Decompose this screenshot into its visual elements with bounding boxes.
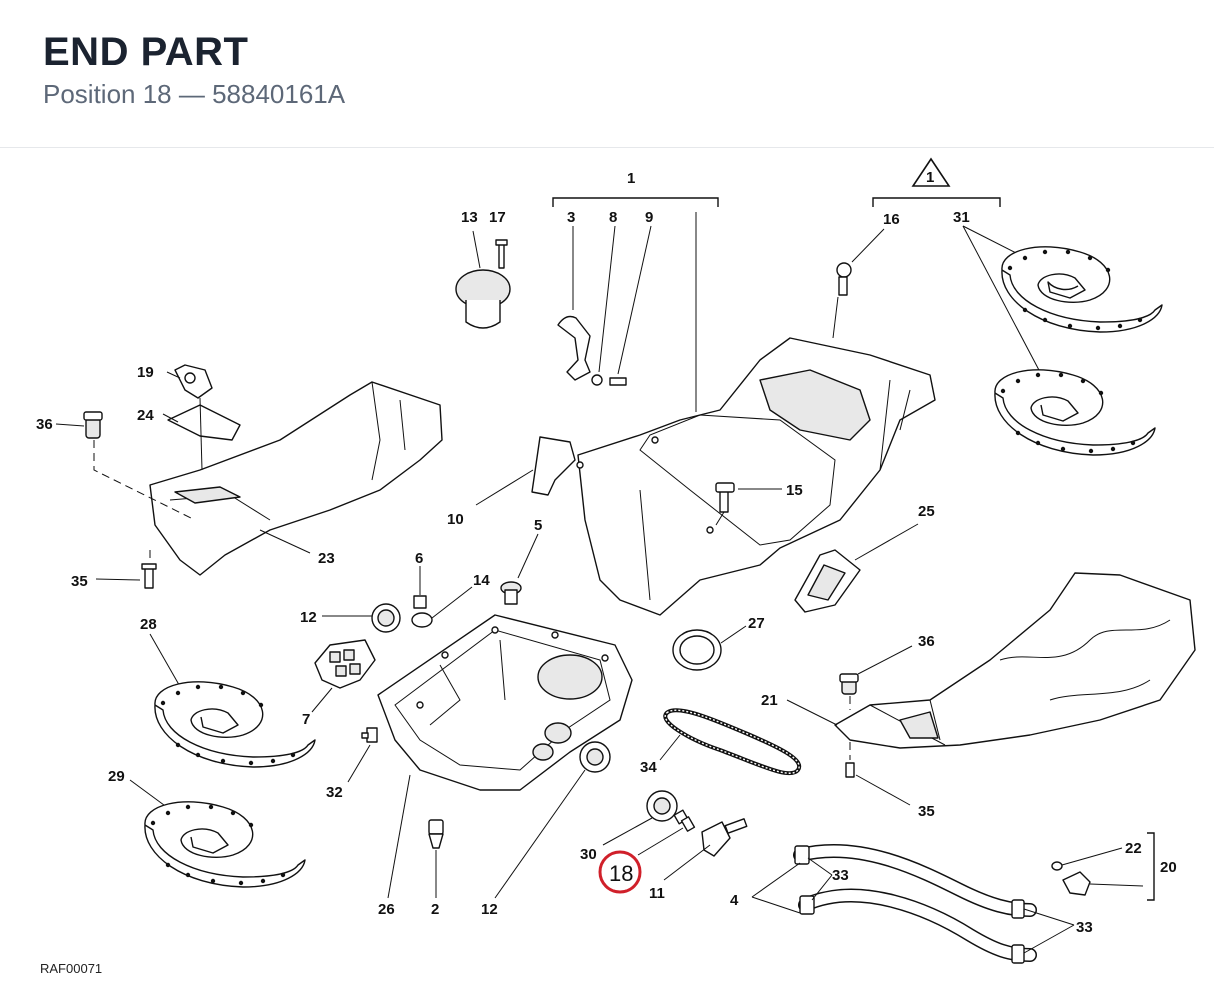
callout-24[interactable]: 24 xyxy=(137,407,154,424)
airbox-housing xyxy=(475,337,936,616)
page-title: END PART xyxy=(43,30,249,74)
callout-9[interactable]: 9 xyxy=(645,209,653,226)
fittings-22-20 xyxy=(1051,832,1155,901)
screw-part-15 xyxy=(715,482,782,526)
callout-21[interactable]: 21 xyxy=(761,692,778,709)
group-bracket-label[interactable]: 1 xyxy=(627,170,635,187)
callout-16[interactable]: 16 xyxy=(883,211,900,228)
callout-34[interactable]: 34 xyxy=(640,759,657,776)
callout-15[interactable]: 15 xyxy=(786,482,803,499)
callout-3[interactable]: 3 xyxy=(567,209,575,226)
nut-part-36-left xyxy=(55,411,196,521)
coil-parts-31 xyxy=(962,225,1163,456)
callout-33-bottom[interactable]: 33 xyxy=(1076,919,1093,936)
callout-31[interactable]: 31 xyxy=(953,209,970,226)
fitting-part-32 xyxy=(347,727,378,783)
callout-28[interactable]: 28 xyxy=(140,616,157,633)
callout-6[interactable]: 6 xyxy=(415,550,423,567)
screw-part-16 xyxy=(832,228,885,339)
coil-part-28 xyxy=(149,633,316,768)
callout-35-left[interactable]: 35 xyxy=(71,573,88,590)
callout-36-right[interactable]: 36 xyxy=(918,633,935,650)
callout-8[interactable]: 8 xyxy=(609,209,617,226)
triangle-badge-label[interactable]: 1 xyxy=(926,169,934,186)
triangle-badge-icon xyxy=(911,157,951,187)
ring-part-27 xyxy=(672,625,747,671)
callout-17[interactable]: 17 xyxy=(489,209,506,226)
belt-part-34 xyxy=(659,708,802,776)
callout-33-top[interactable]: 33 xyxy=(832,867,849,884)
callout-26[interactable]: 26 xyxy=(378,901,395,918)
filler-cap-part xyxy=(455,230,511,329)
callout-23[interactable]: 23 xyxy=(318,550,335,567)
callout-25[interactable]: 25 xyxy=(918,503,935,520)
group-bracket-triangle: 1 xyxy=(872,157,1001,207)
drain-part-2 xyxy=(428,819,444,898)
highlight-ring xyxy=(598,850,642,894)
callout-labels: 3 8 9 13 17 16 31 19 24 36 23 35 10 15 5… xyxy=(36,209,1177,936)
screw-part-35-right xyxy=(845,742,911,806)
callout-4[interactable]: 4 xyxy=(730,892,739,909)
exploded-parts-diagram: 1 1 xyxy=(36,157,1196,964)
callout-12-bottom[interactable]: 12 xyxy=(481,901,498,918)
fittings-6-14-12 xyxy=(322,566,473,633)
callout-32[interactable]: 32 xyxy=(326,784,343,801)
bracket-parts-3-8-9 xyxy=(557,225,652,386)
callout-30[interactable]: 30 xyxy=(580,846,597,863)
callout-35-right[interactable]: 35 xyxy=(918,803,935,820)
coil-part-29 xyxy=(129,779,306,888)
callout-11[interactable]: 11 xyxy=(649,885,665,902)
plug-part-5 xyxy=(500,533,539,605)
hoses-part-4-33 xyxy=(751,844,1075,964)
page-subtitle: Position 18 — 58840161A xyxy=(43,79,346,109)
callout-19[interactable]: 19 xyxy=(137,364,154,381)
right-duct-part-21 xyxy=(786,572,1196,749)
callout-13[interactable]: 13 xyxy=(461,209,478,226)
page-header: END PART Position 18 — 58840161A xyxy=(0,0,1214,148)
callout-2[interactable]: 2 xyxy=(431,901,439,918)
callout-22[interactable]: 22 xyxy=(1125,840,1142,857)
sensor-parts-30-18-11 xyxy=(602,790,748,881)
callout-20[interactable]: 20 xyxy=(1160,859,1177,876)
callout-14[interactable]: 14 xyxy=(473,572,490,589)
oil-sump-part-26 xyxy=(377,614,633,899)
seal-part-25 xyxy=(794,523,919,613)
callout-12-top[interactable]: 12 xyxy=(300,609,317,626)
grommet-part-12-bottom xyxy=(494,741,611,899)
callout-5[interactable]: 5 xyxy=(534,517,542,534)
callout-29[interactable]: 29 xyxy=(108,768,125,785)
left-duct-part-23 xyxy=(149,364,443,576)
callout-18-highlighted[interactable]: 18 xyxy=(609,861,633,886)
callout-36-left[interactable]: 36 xyxy=(36,416,53,433)
grille-part-7 xyxy=(311,639,376,713)
nut-part-36-right xyxy=(839,645,913,710)
callout-27[interactable]: 27 xyxy=(748,615,765,632)
callout-10[interactable]: 10 xyxy=(447,511,464,528)
screw-part-35-left xyxy=(95,550,157,589)
diagram-reference-code: RAF00071 xyxy=(40,961,103,976)
callout-7[interactable]: 7 xyxy=(302,711,310,728)
group-bracket-1: 1 xyxy=(552,170,719,412)
